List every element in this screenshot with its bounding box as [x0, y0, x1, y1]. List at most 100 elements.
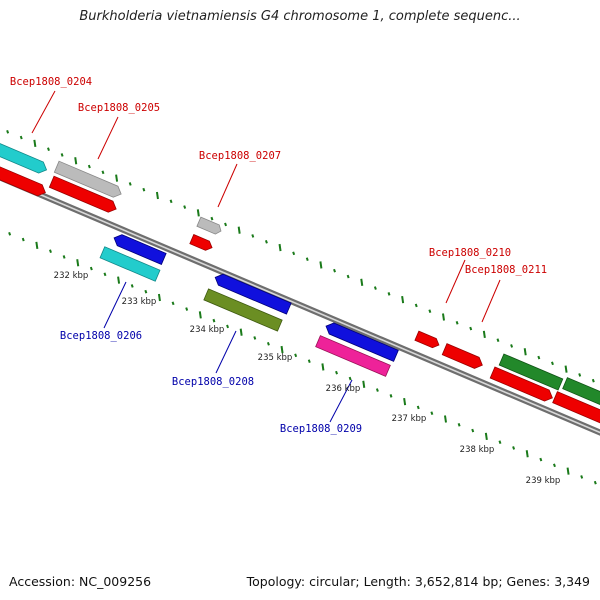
lower-tick-major	[198, 311, 202, 319]
upper-tick-minor	[591, 378, 595, 383]
lower-tick-major	[566, 467, 570, 475]
gene-feature-red-0211[interactable]	[441, 343, 484, 371]
accession-text: Accession: NC_009256	[9, 574, 152, 589]
lower-tick-major	[117, 276, 121, 284]
upper-tick-minor	[142, 187, 146, 192]
gene-label-0209[interactable]: Bcep1808_0209	[280, 423, 362, 435]
upper-tick-minor	[305, 257, 309, 261]
upper-tick-minor	[101, 170, 105, 175]
upper-tick-minor	[510, 344, 514, 348]
gene-features	[0, 130, 600, 434]
upper-tick-track	[6, 129, 595, 383]
gene-feature-red-left[interactable]	[0, 152, 48, 198]
gene-feature-red-right-a[interactable]	[489, 366, 555, 403]
lower-tick-minor	[375, 388, 379, 392]
lower-tick-minor	[266, 341, 270, 346]
lower-tick-minor	[226, 324, 230, 329]
upper-tick-minor	[578, 373, 582, 377]
scale-label-236: 236 kbp	[326, 384, 361, 394]
gene-feature-blue-0208[interactable]	[213, 272, 292, 315]
gene-label-leaders	[31, 90, 501, 423]
upper-tick-minor	[169, 199, 173, 204]
upper-tick-minor	[210, 216, 214, 221]
scale-label-233: 233 kbp	[122, 297, 157, 307]
gene-label-0208[interactable]: Bcep1808_0208	[172, 376, 254, 388]
lower-tick-major	[157, 293, 161, 302]
gene-label-0206[interactable]: Bcep1808_0206	[60, 330, 142, 342]
upper-tick-major	[360, 278, 364, 286]
upper-tick-minor	[60, 153, 64, 157]
lower-tick-minor	[8, 231, 12, 236]
lower-tick-minor	[593, 480, 597, 485]
lower-tick-major	[321, 363, 325, 371]
lower-tick-minor	[389, 394, 393, 398]
upper-tick-minor	[87, 164, 91, 169]
lower-tick-minor	[49, 249, 52, 253]
lower-tick-major	[403, 398, 407, 406]
lower-tick-major	[76, 259, 80, 267]
gene-label-0205[interactable]: Bcep1808_0205	[78, 102, 160, 114]
upper-tick-minor	[414, 303, 418, 308]
lower-tick-minor	[539, 457, 543, 462]
lower-tick-minor	[335, 370, 338, 375]
lower-tick-minor	[512, 446, 516, 450]
gene-feature-grey-0207[interactable]	[196, 216, 223, 236]
lower-tick-minor	[103, 272, 107, 277]
chromosome-backbone	[0, 174, 600, 436]
lower-tick-minor	[471, 428, 475, 433]
gene-feature-red-right-b[interactable]	[552, 391, 600, 434]
upper-tick-minor	[469, 326, 473, 331]
lower-tick-minor	[348, 376, 352, 381]
gene-label-0207[interactable]: Bcep1808_0207	[199, 150, 281, 162]
upper-tick-major	[237, 226, 241, 234]
lower-tick-minor	[212, 318, 216, 323]
lower-tick-minor	[62, 255, 66, 259]
gene-label-0210[interactable]: Bcep1808_0210	[429, 247, 511, 259]
gene-label-0204[interactable]: Bcep1808_0204	[10, 76, 92, 88]
gene-label-0211[interactable]: Bcep1808_0211	[465, 264, 547, 276]
upper-tick-major	[564, 365, 568, 373]
scale-label-237: 237 kbp	[392, 414, 427, 424]
upper-tick-major	[523, 348, 527, 356]
map-title: Burkholderia vietnamiensis G4 chromosome…	[79, 9, 521, 24]
upper-tick-minor	[387, 292, 391, 296]
upper-tick-minor	[551, 361, 554, 366]
scale-label-235: 235 kbp	[258, 353, 293, 363]
gene-feature-red-0207[interactable]	[189, 233, 214, 252]
lower-tick-minor	[253, 336, 257, 340]
upper-tick-major	[155, 191, 159, 200]
scale-label-238: 238 kbp	[460, 445, 495, 455]
gene-feature-cyan-0206[interactable]	[99, 246, 161, 282]
lower-tick-track	[8, 231, 597, 485]
lower-tick-major	[280, 345, 284, 354]
lower-tick-minor	[498, 440, 502, 445]
topology-text: Topology: circular; Length: 3,652,814 bp…	[246, 574, 590, 589]
gene-feature-cyan-left[interactable]	[0, 130, 49, 176]
gene-feature-red-0210[interactable]	[414, 330, 441, 350]
lower-tick-minor	[185, 307, 189, 311]
upper-tick-minor	[6, 129, 10, 134]
gene-feature-green-right-a[interactable]	[498, 353, 564, 391]
upper-tick-minor	[537, 355, 541, 360]
gene-labels: Bcep1808_0204 Bcep1808_0205 Bcep1808_020…	[10, 76, 547, 435]
scale-label-232: 232 kbp	[54, 271, 89, 281]
upper-tick-major	[278, 243, 282, 252]
scale-labels: 232 kbp 233 kbp 234 kbp 235 kbp 236 kbp …	[54, 271, 561, 486]
upper-tick-minor	[251, 234, 255, 238]
gene-feature-blue-0209[interactable]	[324, 321, 399, 362]
lower-tick-major	[443, 415, 447, 423]
lower-tick-minor	[171, 301, 175, 306]
upper-tick-major	[441, 313, 445, 321]
upper-tick-minor	[47, 147, 50, 151]
scale-label-239: 239 kbp	[526, 476, 561, 486]
upper-tick-minor	[346, 274, 350, 279]
gene-feature-blue-0206[interactable]	[112, 232, 167, 265]
lower-tick-minor	[144, 289, 148, 294]
upper-tick-minor	[373, 286, 377, 290]
gene-feature-olive-0208[interactable]	[203, 288, 283, 332]
gene-feature-magenta-0209[interactable]	[315, 335, 391, 377]
gene-feature-grey-0205[interactable]	[53, 160, 123, 199]
gene-feature-red-0205[interactable]	[48, 175, 118, 214]
gene-feature-green-right-b[interactable]	[562, 377, 600, 420]
lower-tick-major	[239, 328, 243, 336]
